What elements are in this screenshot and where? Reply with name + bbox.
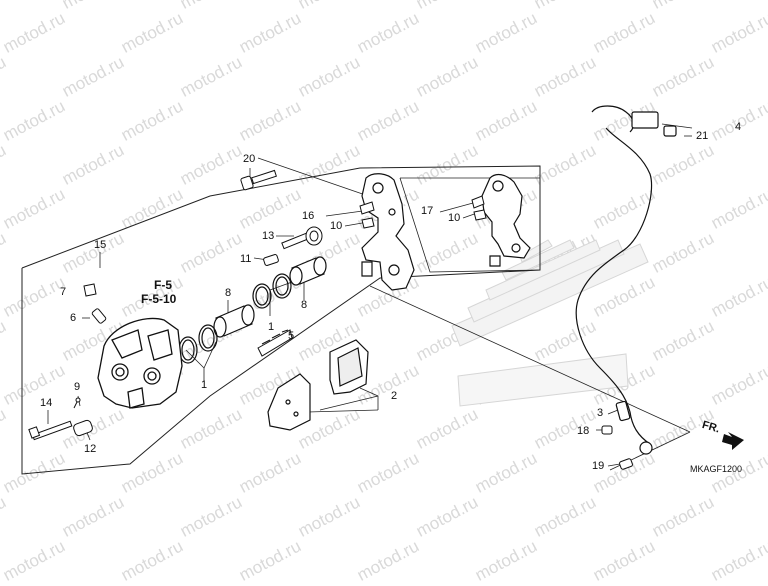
pin-part-9 — [73, 397, 81, 409]
caliper-body-part-15 — [97, 317, 183, 409]
honda-wing-mark — [451, 239, 649, 407]
callout-3: 3 — [597, 407, 604, 419]
caliper-bracket-part-17 — [481, 173, 531, 267]
slide-pin-part-13 — [281, 226, 323, 250]
diagram-code: MKAGF1200 — [690, 464, 743, 474]
bolt-part-18 — [601, 425, 613, 435]
callout-17: 17 — [421, 205, 434, 217]
callout-8-right: 8 — [301, 299, 308, 311]
reference-f5[interactable]: F-5 — [154, 278, 172, 292]
bolt-part-20 — [240, 169, 277, 191]
callout-6: 6 — [70, 312, 77, 324]
leader-lines — [47, 123, 693, 471]
brake-pad-part-2 — [267, 339, 369, 431]
wheel-speed-sensor-part-4 — [575, 105, 677, 455]
bolt-part-14 — [28, 420, 73, 441]
callout-1-right: 1 — [268, 321, 275, 333]
callout-15: 15 — [94, 239, 107, 251]
caliper-bracket-part-16 — [361, 173, 415, 291]
front-direction-arrow-icon — [722, 432, 744, 450]
callout-13: 13 — [262, 230, 275, 242]
bleeder-cap-part-7 — [83, 283, 97, 297]
piston-part-8 — [213, 256, 327, 338]
callout-14: 14 — [40, 397, 53, 409]
callout-21: 21 — [696, 130, 709, 142]
callout-10-left: 10 — [330, 220, 343, 232]
bleeder-part-6 — [91, 308, 107, 324]
callout-19: 19 — [592, 460, 605, 472]
bolt-part-19 — [619, 458, 633, 470]
callout-2: 2 — [391, 390, 398, 402]
reference-f5-10[interactable]: F-5-10 — [141, 292, 177, 306]
callout-10-right: 10 — [448, 212, 461, 224]
pad-spring-part-5 — [257, 329, 293, 357]
plug-part-12 — [73, 419, 93, 437]
callout-7: 7 — [60, 286, 67, 298]
callout-11: 11 — [240, 253, 252, 265]
callout-20: 20 — [243, 153, 256, 165]
callout-4: 4 — [735, 121, 742, 133]
callout-12: 12 — [84, 443, 97, 455]
callout-1-left: 1 — [201, 379, 208, 391]
callout-16: 16 — [302, 210, 315, 222]
callout-18: 18 — [577, 425, 590, 437]
clip-part-10 — [359, 195, 487, 229]
callout-5: 5 — [288, 330, 295, 342]
callout-9: 9 — [74, 381, 81, 393]
callout-8-left: 8 — [225, 287, 232, 299]
sleeve-part-11 — [263, 254, 279, 266]
